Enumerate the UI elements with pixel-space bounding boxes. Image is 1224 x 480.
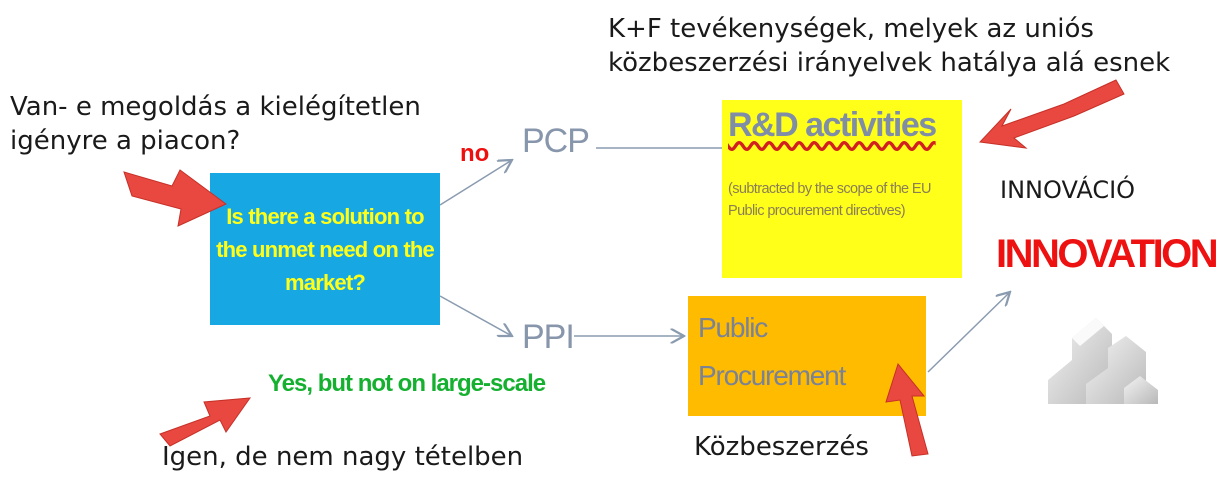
public-procurement-line1: Public (698, 312, 768, 343)
connector-to-ppi (439, 295, 512, 336)
yes-but-label: Yes, but not on large-scale (268, 370, 546, 397)
innovation-hu-label: INNOVÁCIÓ (1000, 176, 1136, 204)
staircase-icon (1048, 318, 1158, 404)
connector-pp-innovation (927, 292, 1010, 373)
rnd-title: R&D activities (728, 106, 937, 144)
rnd-description: (subtracted by the scope of the EU Publi… (728, 181, 931, 219)
no-label: no (460, 140, 490, 167)
annotation-question-hu: Van- e megoldás a kielégítetlen igényre … (10, 90, 421, 158)
public-procurement-line2: Procurement (698, 360, 846, 391)
red-arrow-icon (159, 397, 252, 447)
red-arrow-icon (885, 362, 929, 457)
ppi-label: PPI (522, 318, 575, 356)
innovation-label: INNOVATION (996, 232, 1219, 276)
annotation-rnd-hu: K+F tevékenységek, melyek az uniós közbe… (608, 12, 1170, 80)
question-text: Is there a solution to the unmet need on… (216, 203, 435, 295)
red-arrow-icon (978, 79, 1125, 149)
pcp-label: PCP (522, 122, 590, 160)
annotation-rnd-hu-line1: K+F tevékenységek, melyek az uniós (608, 14, 1094, 44)
public-procurement-text: Public Procurement (698, 304, 846, 400)
annotation-question-hu-line1: Van- e megoldás a kielégítetlen (10, 92, 421, 122)
annotation-rnd-hu-line2: közbeszerzési irányelvek hatálya alá esn… (608, 48, 1171, 78)
annotation-procurement-hu: Közbeszerzés (694, 432, 869, 462)
public-procurement-box: Public Procurement (688, 296, 926, 416)
rnd-activities-box: R&D activities (subtracted by the scope … (722, 100, 962, 278)
red-arrow-icon (123, 169, 227, 227)
annotation-yes-hu: Igen, de nem nagy tételben (162, 442, 524, 472)
question-box: Is there a solution to the unmet need on… (210, 173, 440, 325)
connector-to-pcp (439, 160, 512, 206)
annotation-question-hu-line2: igényre a piacon? (10, 126, 241, 156)
